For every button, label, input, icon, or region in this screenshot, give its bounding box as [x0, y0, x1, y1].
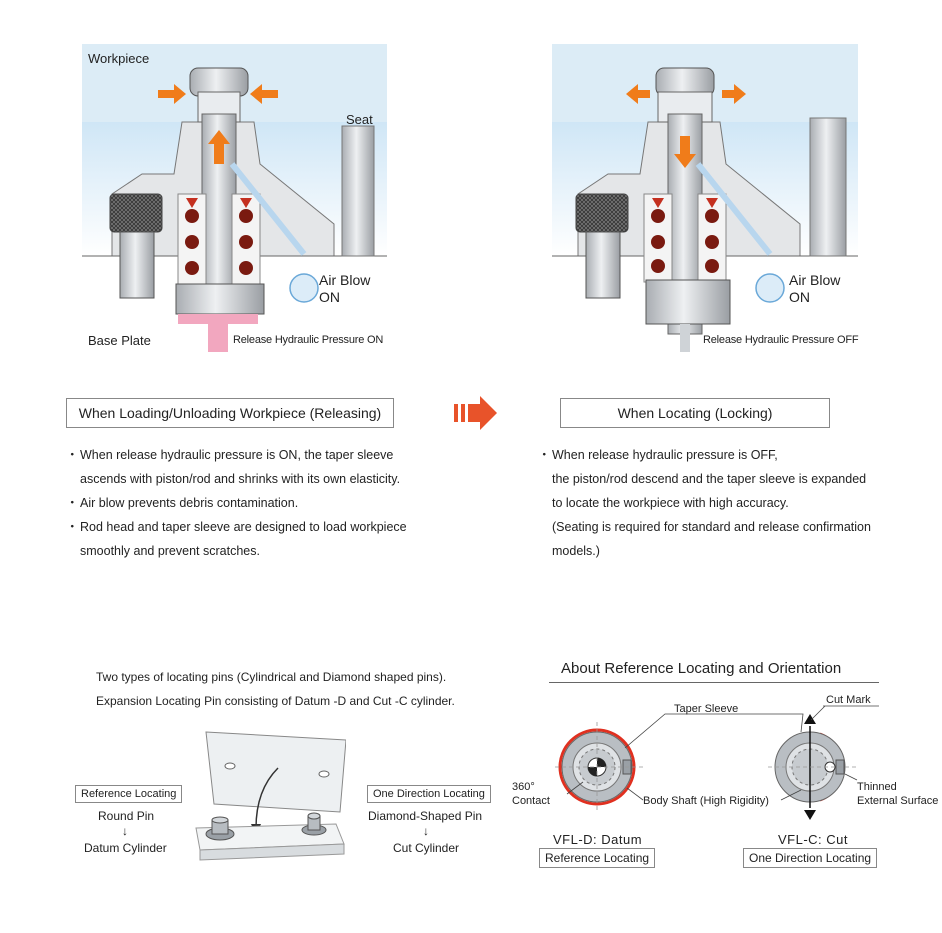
- vfl-c-one-direction-box: One Direction Locating: [743, 848, 878, 868]
- reference-locating-box: Reference Locating: [75, 785, 183, 803]
- seat-label: Seat: [346, 112, 373, 127]
- diamond-pin-label: Diamond-Shaped Pin: [368, 809, 483, 823]
- datum-cylinder-label: Datum Cylinder: [84, 841, 167, 855]
- one-direction-locating-box: One Direction Locating: [367, 785, 491, 803]
- locking-caption: When Locating (Locking): [560, 398, 830, 428]
- vfl-d-label: VFL-D: Datum: [553, 832, 643, 847]
- bullet-item: ・Rod head and taper sleeve are designed …: [66, 520, 407, 534]
- air-blow-on-label: ON: [319, 289, 340, 305]
- round-pin-label: Round Pin: [98, 809, 155, 823]
- release-pressure-on-label: Release Hydraulic Pressure ON: [233, 334, 384, 346]
- body-shaft-label: Body Shaft (High Rigidity): [643, 795, 769, 807]
- air-blow-label-right: Air Blow: [789, 272, 841, 288]
- contact-360-label: 360°: [512, 781, 535, 793]
- vfl-d-reference-box: Reference Locating: [539, 848, 656, 868]
- cut-cylinder-cross-section: [768, 714, 858, 820]
- title-underline: [549, 682, 879, 683]
- cut-cylinder-label: Cut Cylinder: [393, 841, 460, 855]
- reference-section-title: About Reference Locating and Orientation: [561, 660, 842, 677]
- bullet-continuation: smoothly and prevent scratches.: [80, 544, 260, 558]
- locking-diagram: [552, 44, 858, 352]
- external-surface-label: External Surface: [857, 795, 939, 807]
- bullet-continuation: models.): [552, 544, 600, 558]
- leader-lines: [566, 705, 879, 801]
- taper-sleeve-label: Taper Sleeve: [674, 703, 739, 715]
- releasing-caption: When Loading/Unloading Workpiece (Releas…: [66, 398, 394, 428]
- bullet-item: ・Air blow prevents debris contamination.: [66, 496, 299, 510]
- base-plate-label: Base Plate: [88, 333, 151, 348]
- bullet-continuation: the piston/rod descend and the taper sle…: [552, 472, 867, 486]
- bullet-continuation: (Seating is required for standard and re…: [552, 520, 871, 534]
- bullet-item: ・When release hydraulic pressure is ON, …: [66, 448, 394, 462]
- locking-bullets: ・When release hydraulic pressure is OFF,…: [538, 443, 898, 563]
- down-arrow-right: ↓: [423, 824, 429, 838]
- bullet-continuation: ascends with piston/rod and shrinks with…: [80, 472, 401, 486]
- workpiece-label: Workpiece: [88, 51, 150, 66]
- cut-mark-label: Cut Mark: [826, 694, 871, 706]
- bullet-item: ・When release hydraulic pressure is OFF,: [538, 448, 778, 462]
- down-arrow-left: ↓: [122, 824, 128, 838]
- bullet-continuation: to locate the workpiece with high accura…: [552, 496, 789, 510]
- locating-pins-illustration: [195, 731, 346, 861]
- next-arrow-icon: [454, 396, 497, 430]
- release-pressure-off-label: Release Hydraulic Pressure OFF: [703, 334, 859, 346]
- expansion-pin-text: Expansion Locating Pin consisting of Dat…: [96, 694, 455, 708]
- contact-label: Contact: [512, 795, 550, 807]
- air-blow-label: Air Blow: [319, 272, 371, 288]
- releasing-bullets: ・When release hydraulic pressure is ON, …: [66, 443, 416, 563]
- vfl-c-label: VFL-C: Cut: [778, 832, 849, 847]
- air-blow-on-label-right: ON: [789, 289, 810, 305]
- pin-types-text: Two types of locating pins (Cylindrical …: [96, 670, 447, 684]
- releasing-diagram: [82, 44, 387, 352]
- thinned-label: Thinned: [857, 781, 897, 793]
